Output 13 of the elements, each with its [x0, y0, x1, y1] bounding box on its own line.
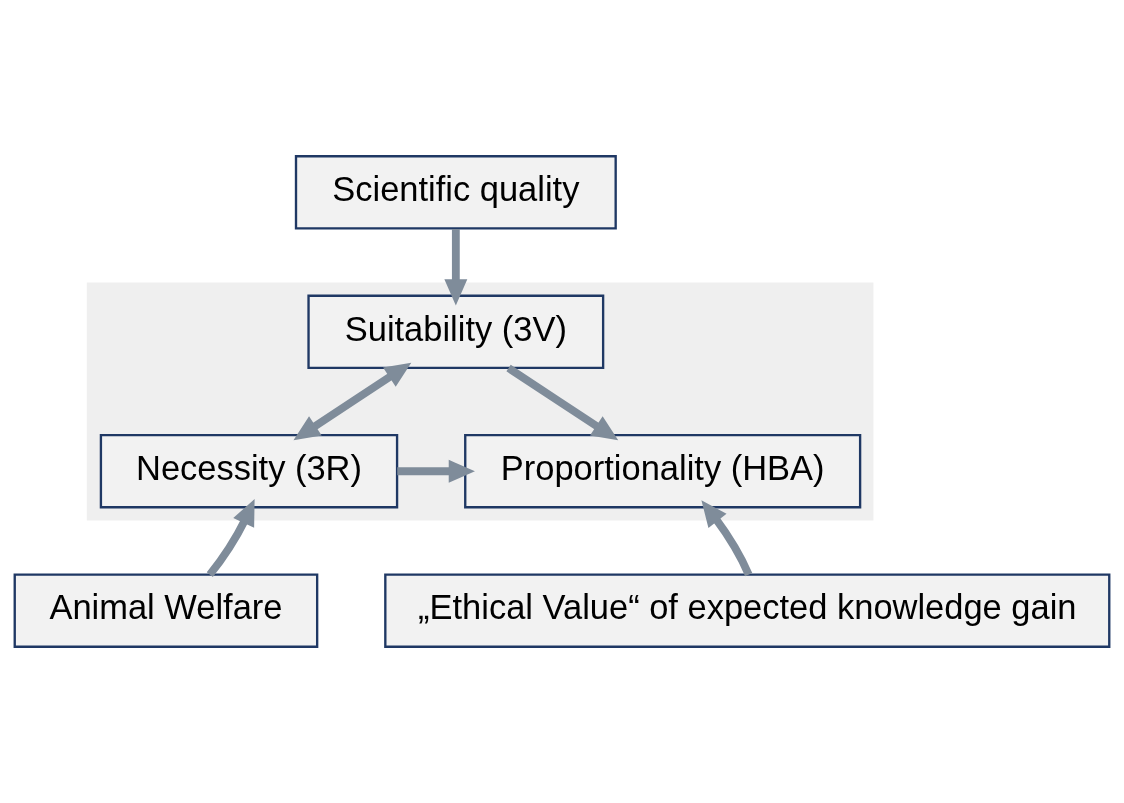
node-box: Suitability (3V) — [307, 294, 605, 369]
arrow — [444, 229, 468, 306]
arrow — [206, 499, 255, 578]
node-box: Proportionality (HBA) — [464, 434, 862, 509]
node-box: Animal Welfare — [13, 573, 319, 648]
arrow — [506, 364, 619, 441]
arrow — [397, 459, 475, 483]
node-box: „Ethical Value“ of expected knowledge gain — [384, 573, 1111, 648]
node-box: Scientific quality — [294, 155, 617, 230]
cluster — [86, 282, 874, 521]
node-box: Necessity (3R) — [99, 434, 399, 509]
arrow — [701, 500, 753, 577]
arrow — [293, 362, 412, 441]
